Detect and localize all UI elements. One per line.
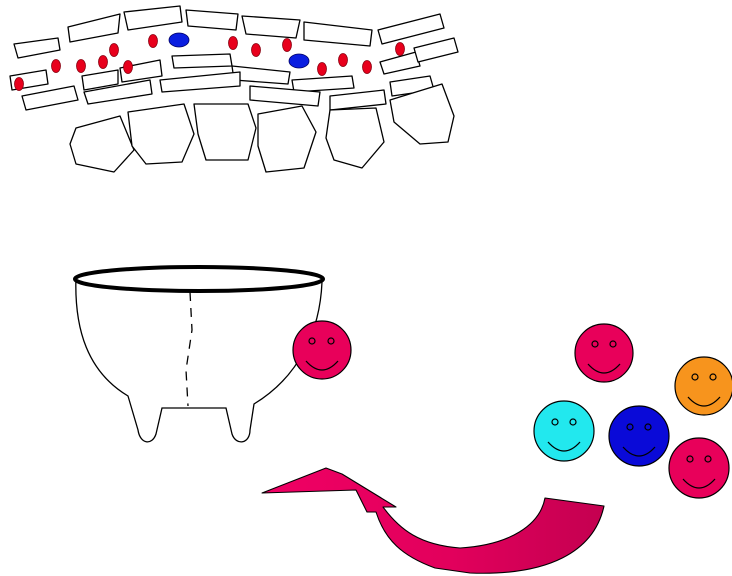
red-cell [110,44,119,57]
blue-nucleus [169,33,189,47]
smiley-face-icon-pot [293,321,351,379]
curved-arrow-icon [262,468,604,573]
red-cell [124,61,133,74]
pot-body [76,276,322,442]
red-cell [363,61,372,74]
clay-pot-icon [75,267,323,442]
smiley-face-icon-magenta-top [575,324,633,382]
tissue-cross-section-icon [10,6,458,172]
red-cell [339,54,348,67]
red-cell [77,60,86,73]
red-cell [149,35,158,48]
smiley-face-icon-magenta-bottom [669,438,729,498]
red-cell [229,37,238,50]
red-cell [252,44,261,57]
red-cell [283,39,292,52]
red-cell [15,78,24,91]
smiley-face-icon-orange [675,357,732,415]
smiley-face-icon-cyan [534,401,594,461]
smiley-face-icon-blue [609,406,669,466]
red-cell [318,63,327,76]
pot-rim [75,267,323,291]
red-cell [396,43,405,56]
blue-nucleus [289,54,309,68]
red-cell [52,60,61,73]
red-cell [99,56,108,69]
tissue-upper-layer [14,6,444,58]
curved-arrow-shape [262,468,604,573]
